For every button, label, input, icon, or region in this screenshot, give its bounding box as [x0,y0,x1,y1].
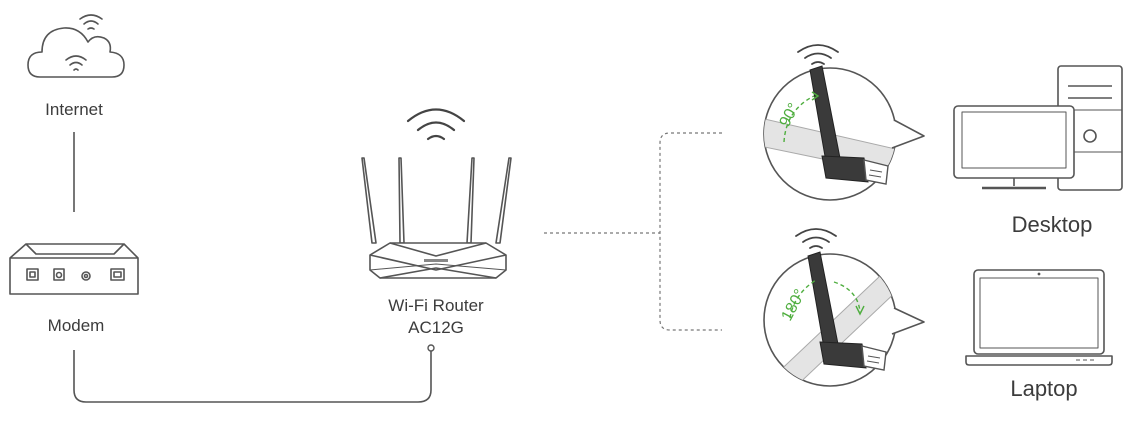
desktop-icon [953,65,1123,191]
modem-router-cable [73,350,432,403]
laptop-label: Laptop [1010,376,1077,401]
router-port [427,344,435,352]
adapter-180-view [763,251,925,387]
desktop-label: Desktop [1012,212,1093,237]
wifi-signal-icon [79,14,103,30]
router-model-label: AC12G [408,318,464,337]
adapter-90-wifi-icon [797,44,839,65]
router-icon [361,157,512,279]
router-name-label: Wi-Fi Router [388,296,484,315]
router-wifi-icon [406,108,466,141]
cloud-icon [27,27,125,78]
modem-label: Modem [48,316,105,335]
internet-label: Internet [45,100,103,119]
laptop-icon [965,269,1113,366]
adapter-90-view [763,65,925,201]
wireless-link-dashed [544,132,722,331]
adapter-180-wifi-icon [795,228,837,249]
modem-icon [9,243,139,295]
